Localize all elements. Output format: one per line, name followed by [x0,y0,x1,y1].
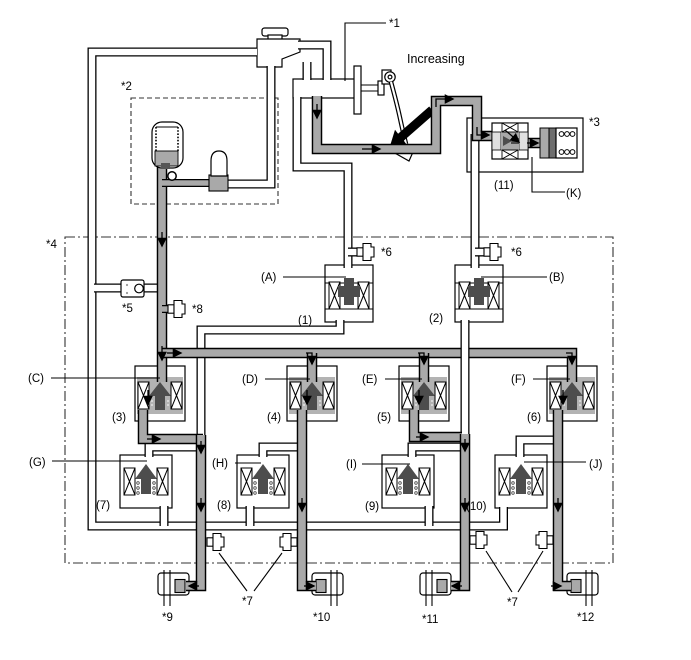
wheel-sensor-connector-7a2 [279,532,298,552]
wheel-cylinder-9 [157,569,190,607]
valve5-outlet-flow [408,410,462,443]
callout-7a-label: *7 [242,596,253,608]
stroke-simulator-piston [539,127,578,159]
actuator-assembly-box [64,236,614,564]
port-j-label: (J) [589,459,603,471]
wheel-line-12 [552,410,571,592]
callout-12-label: *12 [577,612,594,624]
wheel-line-10 [296,410,316,592]
valve-11-number: (11) [494,180,514,192]
reservoir-feed-lines [298,40,332,80]
valve-8-number: (8) [217,500,231,512]
increasing-label: Increasing [407,52,465,66]
port-f-label: (F) [511,374,526,386]
callout-6b-label: *6 [511,247,522,259]
callout-9-label: *9 [162,612,173,624]
port-b-label: (B) [549,272,565,284]
wheel-cylinder-11 [419,569,452,607]
valve10-tap-line [515,435,556,457]
relief-check-valve [120,279,145,298]
port-i-label: (I) [346,459,357,471]
pressure-sensor-connector-8 [167,299,186,319]
flow-arrows [143,94,577,591]
callout-6a-label: *6 [381,247,392,259]
wheel-sensor-connector-7a1 [206,532,225,552]
port-g-label: (G) [29,457,46,469]
valve-9-number: (9) [365,501,379,513]
port-h-label: (H) [212,458,228,470]
callout-5-label: *5 [122,303,133,315]
callout-8-label: *8 [192,304,203,316]
valve-2-master-cut [455,265,503,322]
valve-11-simulator-cut [491,122,529,160]
valve-6-number: (6) [527,412,541,424]
valve-10-pressure-reduction [495,455,547,508]
pedal-force-arrow [390,106,435,146]
valve8-tap-line [258,442,300,457]
valve-4-number: (4) [267,412,281,424]
port-c-label: (C) [28,373,44,385]
valve-10-number: (10) [466,501,487,513]
port-a-label: (A) [261,272,277,284]
valve9-tap-line [407,442,463,457]
valve-7-number: (7) [96,500,110,512]
leader-lines [51,22,586,593]
valve1-outlet-line [196,320,345,440]
port-k-label: (K) [566,188,582,200]
callout-7b-label: *7 [507,597,518,609]
valve-1-master-cut [325,265,373,322]
pressure-sensor-connector-6b [483,242,502,262]
valve3-outlet-flow [137,410,203,445]
wheel-sensor-connector-7b1 [469,530,488,550]
port-d-label: (D) [242,374,258,386]
valve7-tap-line [144,442,200,457]
mc-to-valve1-line [292,97,353,268]
valve-1-number: (1) [298,315,312,327]
wheel-cylinder-10 [311,569,344,607]
wheel-sensor-connector-7b2 [535,530,554,550]
callout-4-label: *4 [46,239,57,251]
port-e-label: (E) [362,374,378,386]
accumulator [151,121,184,169]
valve-9-pressure-reduction [382,455,434,508]
junction-port [167,171,177,181]
valve-7-pressure-reduction [120,455,172,508]
pump-unit-box [130,97,279,205]
pump [208,150,229,192]
callout-2-label: *2 [121,81,132,93]
callout-11-label: *11 [422,614,438,626]
diagram-labels: *1 Increasing *2 *3 *4 *5 *6 *6 *8 *7 *7… [28,18,603,626]
pressure-sensor-connector-6a [356,242,375,262]
callout-10-label: *10 [313,612,330,624]
valve-5-number: (5) [377,412,391,424]
callout-3-label: *3 [589,117,600,129]
pump-suction-line [226,66,276,189]
valve-3-number: (3) [112,412,126,424]
reservoir-tank [256,27,301,68]
valve-2-number: (2) [429,313,443,325]
wheel-cylinder-12 [566,569,599,607]
return-line-to-reservoir [87,47,508,531]
callout-1-label: *1 [389,18,400,30]
